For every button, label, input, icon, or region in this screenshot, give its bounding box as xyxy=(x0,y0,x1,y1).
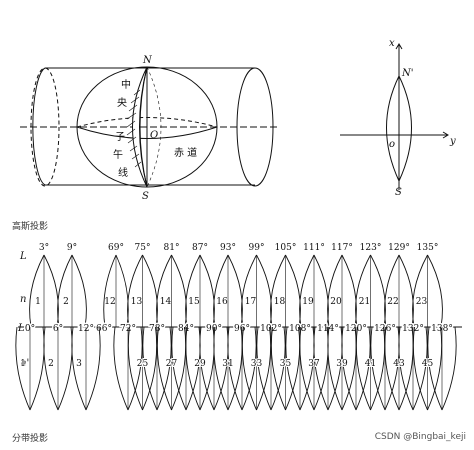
meridian-char-1: 中 xyxy=(121,78,131,91)
zone-number-14: 23 xyxy=(416,297,428,307)
lower-zone-lune-21 xyxy=(355,326,386,411)
lower-zone-lune-15 xyxy=(270,326,301,411)
single-zone-figure xyxy=(340,43,449,190)
top-degree-label-6: 87° xyxy=(192,243,208,253)
zone-number-5: 14 xyxy=(160,297,172,307)
top-degree-label-9: 105° xyxy=(275,243,297,253)
lower-zone-number-7: 31 xyxy=(222,359,233,369)
pole-n-prime-label: N' xyxy=(401,68,414,79)
lower-zone-lune-7 xyxy=(156,326,187,411)
pole-s-label: S xyxy=(142,191,149,202)
row-label-L: L xyxy=(19,251,27,262)
zone-number-9: 18 xyxy=(274,297,286,307)
top-degree-label-4: 75° xyxy=(135,243,151,253)
lower-zone-lune-6 xyxy=(142,326,172,411)
lower-zone-number-11: 39 xyxy=(336,359,348,369)
upper-zone-lune-2 xyxy=(57,254,87,328)
top-degree-label-10: 111° xyxy=(303,243,325,253)
top-degree-label-1: 3° xyxy=(39,243,49,253)
zone-number-6: 15 xyxy=(188,297,200,307)
meridian-char-4: 午 xyxy=(113,148,123,161)
lower-zone-lune-5 xyxy=(127,326,158,411)
lower-zone-number-2: 2 xyxy=(48,359,54,369)
caption-gauss-projection: 高斯投影 xyxy=(12,222,49,232)
equator-label: 赤 道 xyxy=(174,146,197,159)
pole-n-label: N xyxy=(142,55,153,66)
watermark: CSDN @Bingbai_keji xyxy=(374,432,466,442)
top-degree-label-7: 93° xyxy=(220,243,236,253)
lower-zone-lune-25 xyxy=(412,326,443,411)
zone-number-3: 12 xyxy=(104,297,115,307)
origin-o-label-right: o xyxy=(389,139,395,150)
top-degree-label-8: 99° xyxy=(249,243,265,253)
lower-zone-number-4: 25 xyxy=(137,359,149,369)
top-degree-label-11: 117° xyxy=(331,243,353,253)
meridian-char-3: 子 xyxy=(115,131,125,143)
top-degree-label-2: 9° xyxy=(67,243,77,253)
lower-zone-lune-4 xyxy=(113,326,143,411)
lower-zone-lune-14 xyxy=(256,326,286,411)
lower-zone-lune-20 xyxy=(341,326,371,411)
lower-zone-lune-12 xyxy=(227,326,257,411)
zone-number-12: 21 xyxy=(359,297,370,307)
row-label-n-prime: n' xyxy=(20,358,29,369)
mid-degree-label-4: 66° xyxy=(96,324,112,334)
caption-zone-projection: 分带投影 xyxy=(12,434,49,444)
meridian-char-2: 央 xyxy=(117,96,127,109)
x-axis-label: x xyxy=(389,38,395,49)
lower-zone-lune-3 xyxy=(71,326,101,411)
zone-number-2: 2 xyxy=(63,297,69,307)
top-degree-label-14: 135° xyxy=(417,243,439,253)
pole-s-label-right: S xyxy=(395,187,402,198)
zone-number-8: 17 xyxy=(245,297,257,307)
lower-zone-number-9: 35 xyxy=(280,359,292,369)
y-axis-label: y xyxy=(449,136,456,147)
lower-zone-number-13: 43 xyxy=(393,359,405,369)
top-degree-label-12: 123° xyxy=(360,243,382,253)
lower-zone-number-12: 41 xyxy=(365,359,376,369)
lower-zone-lune-26 xyxy=(427,326,457,411)
cylinder-ellipsoid-figure xyxy=(20,66,280,188)
zone-number-4: 13 xyxy=(131,297,143,307)
top-degree-label-13: 129° xyxy=(388,243,410,253)
lower-zone-number-14: 45 xyxy=(422,359,434,369)
upper-zone-lune-14 xyxy=(412,254,443,328)
zone-number-13: 22 xyxy=(387,297,398,307)
left-figure-labels: N S O 中 央 子 午 线 赤 道 xyxy=(113,55,197,202)
zone-number-11: 20 xyxy=(330,297,342,307)
origin-o-label: O xyxy=(150,130,158,141)
meridian-char-5: 线 xyxy=(118,166,128,179)
top-degree-label-5: 81° xyxy=(164,243,180,253)
lower-zone-lune-13 xyxy=(241,326,272,411)
right-figure-labels: x y N' S o xyxy=(389,38,456,198)
lower-zone-number-6: 29 xyxy=(194,359,206,369)
lower-zone-lune-24 xyxy=(398,326,428,411)
zone-number-1: 1 xyxy=(35,297,41,307)
zone-strips: LnLn'3°19°269°1275°1381°1487°1593°1699°1… xyxy=(15,243,462,411)
row-label-L-mid: L xyxy=(17,323,25,334)
lower-zone-number-5: 27 xyxy=(166,359,178,369)
top-degree-label-3: 69° xyxy=(108,243,124,253)
zone-number-7: 16 xyxy=(216,297,228,307)
lower-zone-number-1: 1 xyxy=(20,359,26,369)
zone-number-10: 19 xyxy=(302,297,314,307)
lower-zone-number-10: 37 xyxy=(308,359,320,369)
lower-zone-number-3: 3 xyxy=(76,359,82,369)
lower-zone-number-8: 33 xyxy=(251,359,263,369)
row-label-n: n xyxy=(20,294,26,305)
